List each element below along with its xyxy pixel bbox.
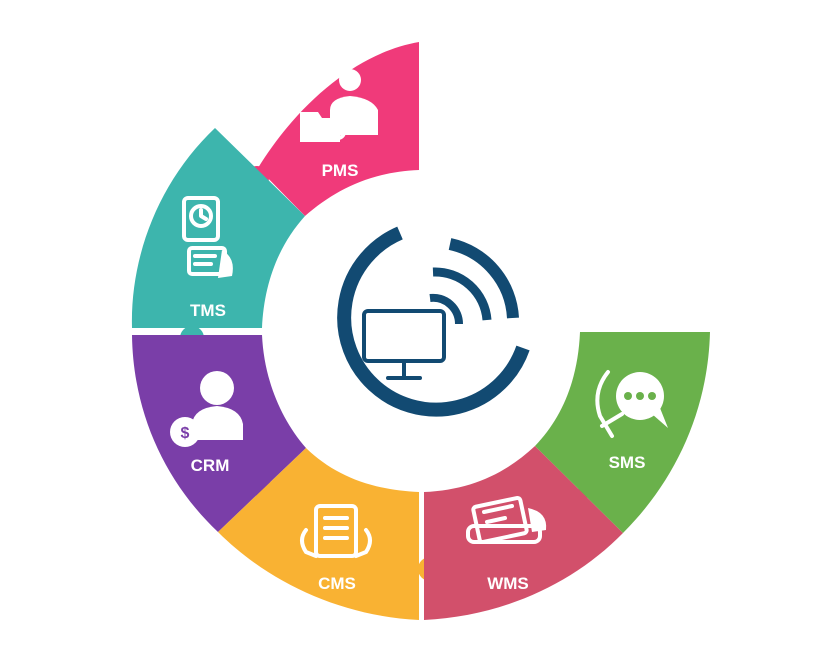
- center-ring: [337, 226, 530, 417]
- segment-wms-label: WMS: [487, 574, 529, 593]
- segment-sms-shape: [535, 332, 710, 533]
- segment-cms-shape: [218, 448, 419, 620]
- segment-sms[interactable]: SMS: [535, 332, 710, 533]
- segment-cms-label: CMS: [318, 574, 356, 593]
- signal-arc-inner: [429, 293, 464, 325]
- chat-bubble-hand-icon: [595, 370, 668, 438]
- center-ring-outer-arc: [448, 238, 519, 319]
- wireless-monitor-icon: [362, 309, 446, 380]
- signal-arc-middle: [432, 267, 492, 321]
- content-tablet-icon: [300, 504, 372, 558]
- segment-sms-label: SMS: [609, 453, 646, 472]
- segment-pms[interactable]: PMS: [245, 42, 419, 216]
- timesheet-clock-icon: [182, 196, 233, 278]
- center-emblem: [337, 226, 530, 417]
- web-device-icon: [466, 495, 547, 545]
- manager-folder-gear-icon: [300, 69, 378, 142]
- segment-tms-label: TMS: [190, 301, 226, 320]
- customer-dollar-icon: $: [170, 371, 243, 447]
- svg-text:$: $: [181, 425, 190, 442]
- segment-pms-label: PMS: [322, 161, 359, 180]
- segment-crm-label: CRM: [191, 456, 230, 475]
